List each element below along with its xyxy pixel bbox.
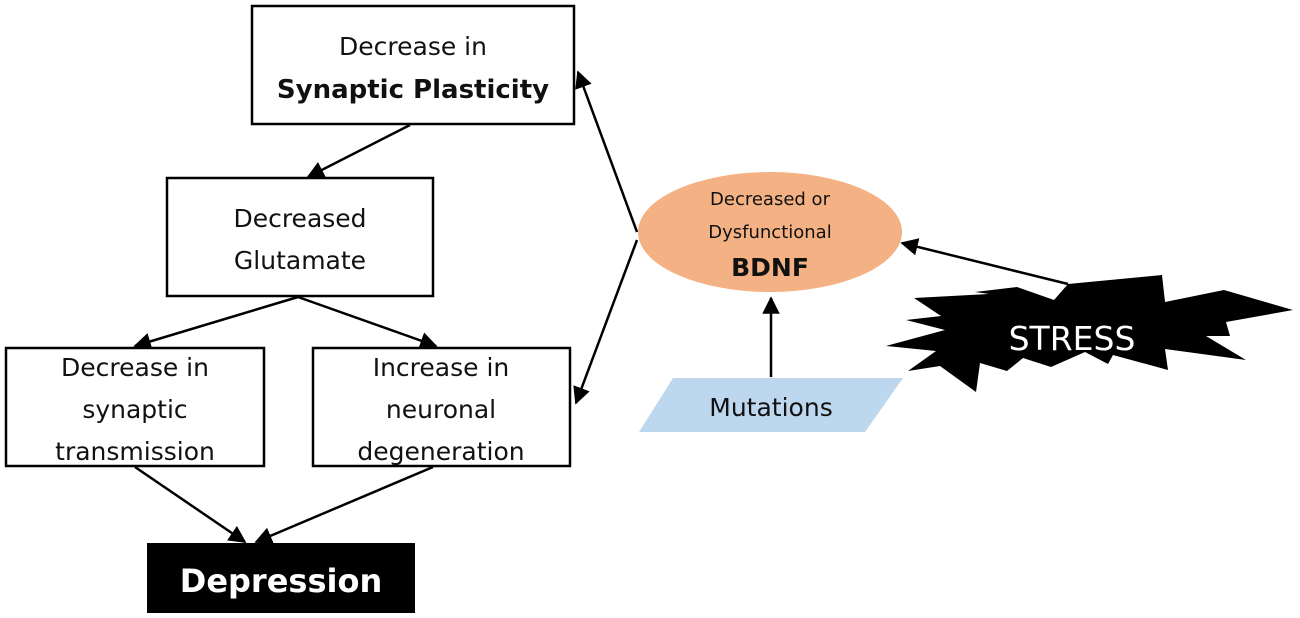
node-neuronal-degeneration-line2: neuronal [386, 395, 496, 424]
edge-glutamate-to-degeneration [297, 295, 438, 349]
stress-starburst-shape [886, 275, 1293, 392]
node-synaptic-plasticity: Decrease in Synaptic Plasticity [250, 4, 576, 126]
edge-transmission-to-depression [134, 465, 247, 544]
edge-bdnf-to-plasticity [575, 70, 639, 233]
node-stress: STRESS [886, 275, 1293, 392]
node-synaptic-plasticity-line1: Decrease in [339, 32, 487, 61]
node-bdnf-line2: Dysfunctional [708, 222, 831, 243]
node-mutations-label: Mutations [709, 393, 832, 422]
node-synaptic-transmission: Decrease in synaptic transmission [4, 346, 266, 468]
node-synaptic-plasticity-line2: Synaptic Plasticity [277, 75, 549, 105]
node-depression-label: Depression [180, 562, 382, 600]
node-glutamate: Decreased Glutamate [165, 176, 435, 298]
node-bdnf-line3: BDNF [731, 253, 809, 282]
edge-degeneration-to-depression [254, 465, 434, 544]
node-neuronal-degeneration-line1: Increase in [373, 353, 510, 382]
edge-bdnf-to-degeneration [573, 239, 639, 405]
node-synaptic-transmission-line2: synaptic [82, 395, 187, 424]
node-stress-label: STRESS [1009, 319, 1136, 358]
node-neuronal-degeneration-line3: degeneration [357, 437, 524, 466]
edge-glutamate-to-transmission [133, 295, 299, 350]
edge-stress-to-bdnf [900, 238, 1069, 286]
node-bdnf: Decreased or Dysfunctional BDNF [638, 172, 902, 292]
edges [133, 70, 1069, 544]
edge-plasticity-to-glutamate [306, 123, 411, 179]
node-neuronal-degeneration: Increase in neuronal degeneration [311, 346, 572, 468]
node-bdnf-line1: Decreased or [710, 189, 831, 210]
node-depression: Depression [147, 543, 415, 613]
node-synaptic-transmission-line1: Decrease in [61, 353, 209, 382]
node-mutations: Mutations [639, 378, 903, 432]
node-synaptic-transmission-line3: transmission [55, 437, 215, 466]
node-glutamate-line2: Glutamate [234, 246, 366, 275]
node-glutamate-line1: Decreased [233, 204, 366, 233]
